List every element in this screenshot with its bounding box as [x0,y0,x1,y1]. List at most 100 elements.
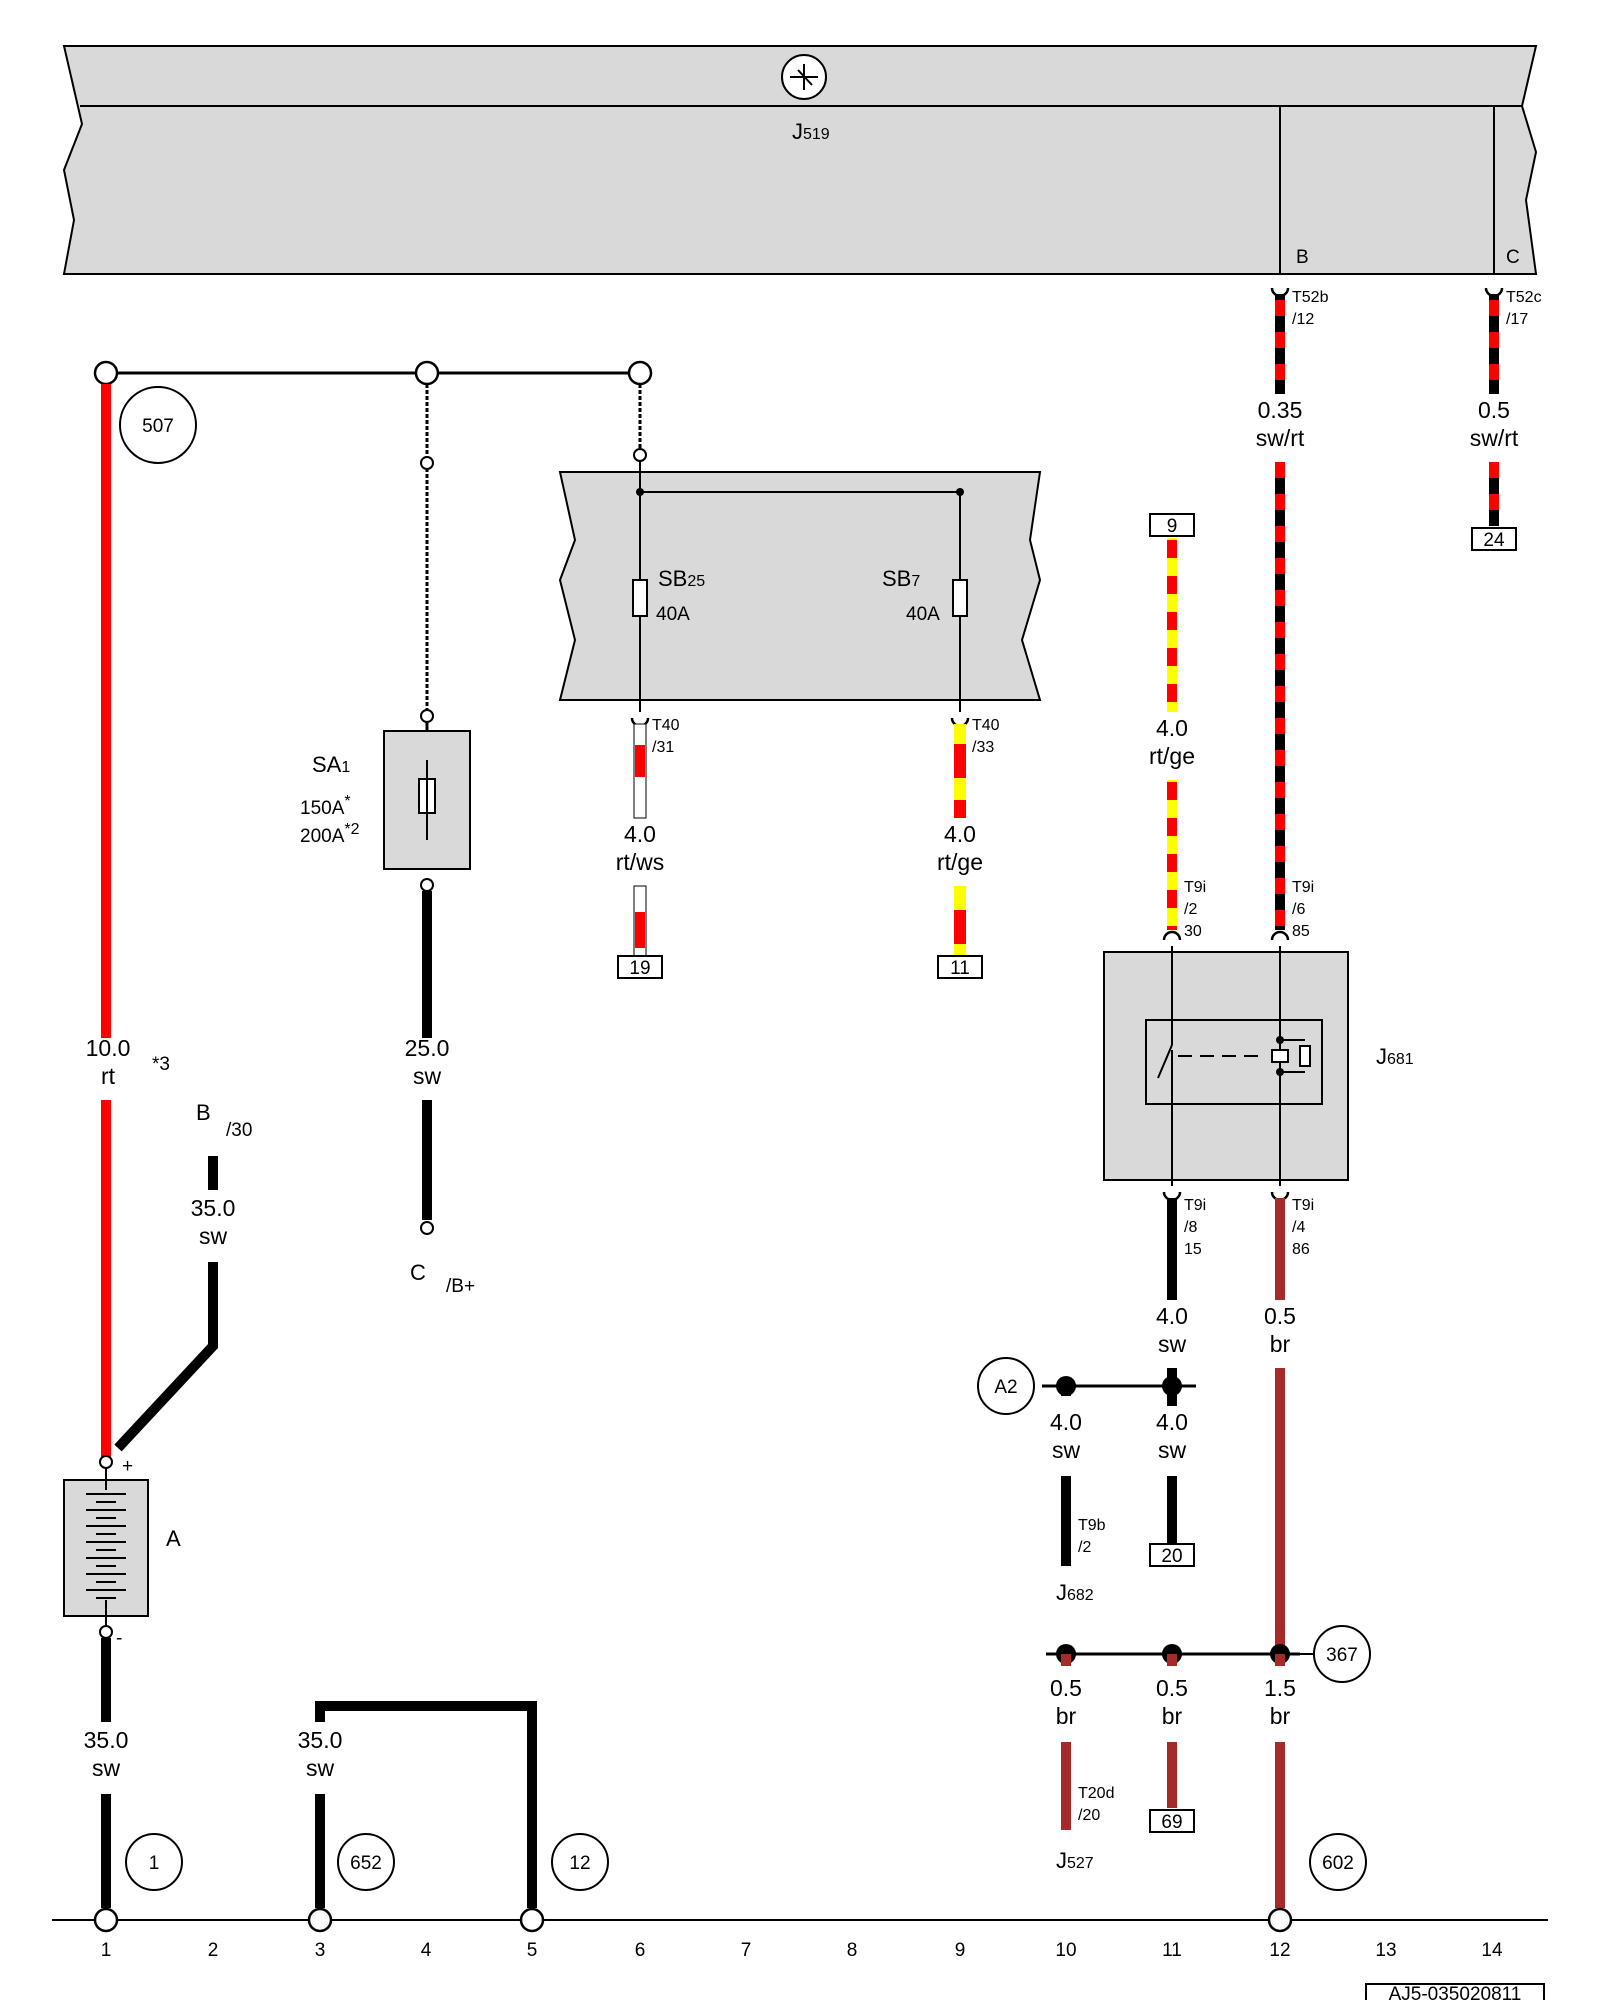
pin-c-label: C [1506,247,1520,268]
sa1-fuse: SA1 150A* 200A*2 25.0 sw C /B+ [300,722,475,1297]
pin-b-label: B [1296,247,1309,268]
svg-text:35.0: 35.0 [84,1727,129,1753]
svg-text:T9i: T9i [1292,1197,1314,1214]
svg-text:T9i: T9i [1292,879,1314,896]
splice-a2: A2 4.0 sw T9b /2 J682 4.0 sw 20 [977,1357,1196,1605]
track-number: 14 [1481,1940,1503,1961]
svg-text:0.5: 0.5 [1050,1675,1082,1701]
svg-text:69: 69 [1161,1812,1182,1833]
wire-sw-rt-b: T52b /12 0.35 sw/rt T9i /6 85 [1256,287,1329,941]
svg-text:sw/rt: sw/rt [1256,425,1305,451]
svg-text:AJ5-035020811: AJ5-035020811 [1389,1984,1522,2000]
track-number: 8 [847,1940,858,1961]
svg-text:sw: sw [1052,1437,1081,1463]
svg-text:/33: /33 [972,739,994,756]
svg-text:25.0: 25.0 [405,1035,450,1061]
svg-text:T40: T40 [652,717,680,734]
track-number: 6 [635,1940,646,1961]
wire-ground-35: 35.0 sw [298,1701,537,1908]
svg-text:4.0: 4.0 [1156,715,1188,741]
ground-circle-1: 1 [125,1833,183,1891]
svg-text:602: 602 [1322,1853,1354,1874]
svg-text:367: 367 [1326,1645,1358,1666]
wire-size: 10.0 [86,1035,131,1061]
track-number: 1 [101,1940,112,1961]
track-number: 11 [1162,1940,1182,1961]
svg-text:/B+: /B+ [446,1276,475,1297]
svg-text:20: 20 [1161,1546,1182,1567]
wire-rt-ge-b: 9 4.0 rt/ge T9i /2 30 [1149,513,1206,941]
svg-text:9: 9 [1167,516,1178,537]
svg-text:br: br [1162,1703,1183,1729]
j681-label: J681 [1376,1044,1414,1069]
svg-text:/20: /20 [1078,1807,1100,1824]
control-unit-j519: J519 B C [62,45,1538,275]
svg-text:/8: /8 [1184,1219,1197,1236]
svg-text:+: + [122,1456,133,1477]
svg-text:1: 1 [149,1853,160,1874]
svg-text:4.0: 4.0 [944,821,976,847]
svg-text:40A: 40A [656,604,690,625]
svg-text:/31: /31 [652,739,674,756]
wire-br-86: T9i /4 86 0.5 br [1264,1191,1314,1654]
track-number: 10 [1055,1940,1076,1961]
track-number: 5 [527,1940,538,1961]
j519-label: J519 [792,119,830,144]
svg-text:rt/ws: rt/ws [616,849,665,875]
ref-circle-507: 507 [119,386,197,464]
svg-text:br: br [1270,1703,1291,1729]
svg-text:40A: 40A [906,604,940,625]
svg-text:/2: /2 [1078,1539,1091,1556]
svg-text:br: br [1056,1703,1077,1729]
wire-note: *3 [152,1054,170,1075]
svg-text:sw/rt: sw/rt [1470,425,1519,451]
track-number: 4 [421,1940,432,1961]
svg-text:/17: /17 [1506,311,1528,328]
track-number: 3 [315,1940,326,1961]
sb25-label: SB25 [658,566,705,591]
wire-b30: B /30 35.0 sw [114,1100,252,1452]
svg-text:T52b: T52b [1292,289,1329,306]
bus-507 [93,360,653,386]
svg-text:0.5: 0.5 [1478,397,1510,423]
svg-text:11: 11 [950,958,970,979]
wire-25 [420,384,434,723]
battery-a: + A - 35.0 sw [63,1455,181,1908]
svg-text:sw: sw [1158,1331,1187,1357]
wire-rt-ge-a: T40 /33 4.0 rt/ge 11 [937,717,1000,979]
svg-text:15: 15 [1184,1241,1202,1258]
svg-text:/12: /12 [1292,311,1314,328]
track-number: 12 [1269,1940,1290,1961]
svg-text:4.0: 4.0 [1156,1409,1188,1435]
ground-circle-12: 12 [551,1833,609,1891]
svg-text:0.35: 0.35 [1258,397,1303,423]
svg-text:T40: T40 [972,717,1000,734]
wire-sw-rt-c: T52c /17 0.5 sw/rt 24 [1470,287,1542,551]
ground-bus [52,1907,1548,1933]
svg-text:T9b: T9b [1078,1517,1106,1534]
ground-circle-652: 652 [337,1833,395,1891]
track-number: 7 [741,1940,752,1961]
svg-text:200A*2: 200A*2 [300,821,360,847]
sb7-label: SB7 [882,566,920,591]
battery-label: A [166,1526,181,1551]
svg-text:35.0: 35.0 [298,1727,343,1753]
svg-text:sw: sw [413,1063,442,1089]
svg-text:35.0: 35.0 [191,1195,236,1221]
svg-text:rt/ge: rt/ge [937,849,983,875]
track-number: 13 [1375,1940,1396,1961]
wire-red-10: 10.0 rt *3 [86,384,170,1462]
svg-text:86: 86 [1292,1241,1310,1258]
svg-text:4.0: 4.0 [1050,1409,1082,1435]
svg-text:4.0: 4.0 [624,821,656,847]
splice-367: 367 0.5 br 0.5 br 1.5 br T20d /20 J527 6… [1046,1625,1371,1908]
svg-text:/30: /30 [226,1120,252,1141]
wire-sw-15: T9i /8 15 4.0 sw [1156,1191,1206,1357]
svg-text:sw: sw [1158,1437,1187,1463]
svg-text:/6: /6 [1292,901,1305,918]
svg-text:652: 652 [350,1853,382,1874]
svg-text:T9i: T9i [1184,879,1206,896]
svg-text:0.5: 0.5 [1264,1303,1296,1329]
svg-text:T52c: T52c [1506,289,1542,306]
